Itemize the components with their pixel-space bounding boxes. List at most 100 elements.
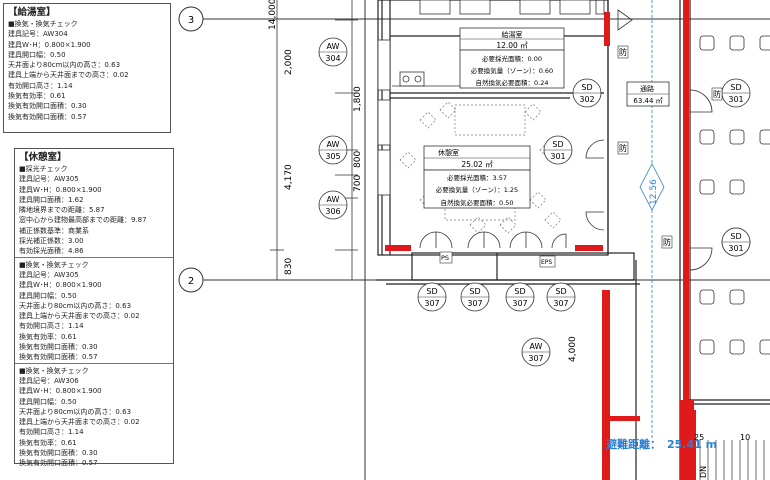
panel-line: 有効開口高さ：1.14 xyxy=(19,322,84,331)
panel-line: 建具記号：AW304 xyxy=(8,30,68,39)
tag-number: 301 xyxy=(728,244,743,253)
tag-type: AW xyxy=(530,342,543,351)
tag-number: 307 xyxy=(512,299,527,308)
panel-line: 建具記号：AW305 xyxy=(19,270,79,279)
stair xyxy=(699,440,765,480)
tag-number: 306 xyxy=(325,207,340,216)
escape-distance-label: 避難距離： xyxy=(606,438,661,451)
tag-aw304[interactable]: AW304 xyxy=(318,37,348,67)
panel-line: 建具記号：AW306 xyxy=(19,376,79,385)
tag-aw306[interactable]: AW 306 xyxy=(318,190,348,220)
escape-distance-readout: 避難距離： 25.41 m xyxy=(600,436,717,452)
tag-sd307[interactable]: SD 307 xyxy=(460,282,490,312)
panel-line: 換気有効開口面積：0.57 xyxy=(19,353,98,362)
room-area-kyukei: 25.02 ㎡ xyxy=(461,160,493,169)
panel-line: 換気有効率：0.61 xyxy=(19,332,77,341)
eps-mark: EPS xyxy=(541,259,552,266)
panel-line: 隣地境界までの距離：5.87 xyxy=(19,206,105,215)
fire-wall-group xyxy=(385,0,696,480)
panel-line: 建具W･H：0.800×1.900 xyxy=(19,185,102,194)
room-label-kyuto[interactable]: 給湯室 12.00 ㎡ 必要採光面積：0.00 必要換気量（ゾーン）：0.60 … xyxy=(459,27,565,89)
panel-line: 有効開口高さ：1.14 xyxy=(19,428,84,437)
panel-line: 建具上端から天井面までの高さ：0.02 xyxy=(19,418,140,427)
panel-line: 有効採光面積：4.86 xyxy=(19,247,84,256)
escape-distance-marker[interactable] xyxy=(639,163,665,211)
svg-text:必要採光面積：3.57: 必要採光面積：3.57 xyxy=(447,173,507,182)
room-area-tsuro: 63.44 ㎡ xyxy=(633,97,662,105)
panel-line: ■採光チェック xyxy=(19,165,68,173)
panel-line: 建具W･H：0.800×1.900 xyxy=(19,387,102,396)
tag-number: 301 xyxy=(550,152,565,161)
panel-line: 建具上端から天井面までの高さ：0.02 xyxy=(8,71,129,80)
panel-line: 建具開口面積：1.62 xyxy=(19,195,84,204)
svg-text:必要採光面積：0.00: 必要採光面積：0.00 xyxy=(482,54,542,63)
dim-1800: 1,800 xyxy=(353,86,363,112)
panel-line: 建具上端から天井面までの高さ：0.02 xyxy=(19,312,140,321)
panel-title: 【給湯室】 xyxy=(8,7,56,18)
dim-800: 800 xyxy=(353,151,363,168)
tag-type: SD xyxy=(730,83,741,92)
fire-door-mark: 防 xyxy=(713,89,721,99)
escape-distance-value: 12.56 xyxy=(649,179,659,205)
panel-line: ■換気・換気チェック xyxy=(19,260,89,269)
panel-line: 換気有効開口面積：0.30 xyxy=(19,449,98,458)
grid-bubble-3[interactable] xyxy=(178,6,204,32)
tag-type: AW xyxy=(327,140,340,149)
tag-type: AW xyxy=(327,42,340,51)
tag-type: SD xyxy=(581,83,592,92)
dim-700: 700 xyxy=(353,175,363,192)
tag-type: SD xyxy=(514,287,525,296)
dim-total: 14,000 xyxy=(268,0,278,30)
room-name-tsuro: 通路 xyxy=(640,84,654,93)
panel-line: 換気有効率：0.61 xyxy=(19,438,77,447)
tag-aw305[interactable]: AW 305 xyxy=(318,135,348,165)
tag-aw307[interactable]: AW 307 xyxy=(521,337,551,367)
panel-line: 建具開口幅：0.50 xyxy=(19,291,77,300)
room-label-tsuro[interactable]: 通路 63.44 ㎡ xyxy=(626,81,670,107)
tag-number: 307 xyxy=(553,299,568,308)
panel-line: 換気有効開口面積：0.57 xyxy=(19,459,98,468)
dim-830: 830 xyxy=(284,258,294,275)
panel-line: 天井面より80cm以内の高さ：0.63 xyxy=(19,301,132,310)
tag-type: SD xyxy=(730,232,741,241)
dim-4170: 4,170 xyxy=(284,164,294,190)
svg-text:自然換気必要面積：0.50: 自然換気必要面積：0.50 xyxy=(441,198,514,207)
panel-line: 有効開口高さ：1.14 xyxy=(8,81,73,90)
room-name-kyuto: 給湯室 xyxy=(502,30,523,39)
tag-type: SD xyxy=(426,287,437,296)
tag-sd301b[interactable]: SD 301 xyxy=(721,78,751,108)
tag-type: AW xyxy=(327,195,340,204)
tag-number: 307 xyxy=(467,299,482,308)
ps-mark: PS xyxy=(441,254,449,262)
room-label-kyukei[interactable]: 休憩室 25.02 ㎡ 必要採光面積：3.57 必要換気量（ゾーン）：1.25 … xyxy=(423,145,531,209)
tag-number: 307 xyxy=(528,354,543,363)
fire-door-mark: 防 xyxy=(619,143,627,153)
svg-text:自然換気必要面積：0.24: 自然換気必要面積：0.24 xyxy=(476,78,549,87)
tag-type: SD xyxy=(469,287,480,296)
room-name-kyukei: 休憩室 xyxy=(438,148,459,157)
panel-line: 建具W･H：0.800×1.900 xyxy=(8,40,91,49)
grid-bubble-2[interactable] xyxy=(178,267,204,293)
tag-number: 307 xyxy=(424,299,439,308)
tag-sd307[interactable]: SD 307 xyxy=(417,282,447,312)
tag-sd307[interactable]: SD 307 xyxy=(505,282,535,312)
escape-distance-total: 25.41 m xyxy=(667,438,718,451)
panel-line: 換気有効開口面積：0.30 xyxy=(8,102,87,111)
tag-number: 301 xyxy=(728,95,743,104)
panel-line: 補正係数基準：商業系 xyxy=(19,226,89,235)
stair-dn: DN xyxy=(699,466,708,478)
tag-sd301d[interactable]: SD 301 xyxy=(721,227,751,257)
tag-number: 305 xyxy=(325,152,340,161)
panel-line: ■換気・換気チェック xyxy=(8,20,78,28)
panel-line: 換気有効率：0.61 xyxy=(8,92,66,101)
